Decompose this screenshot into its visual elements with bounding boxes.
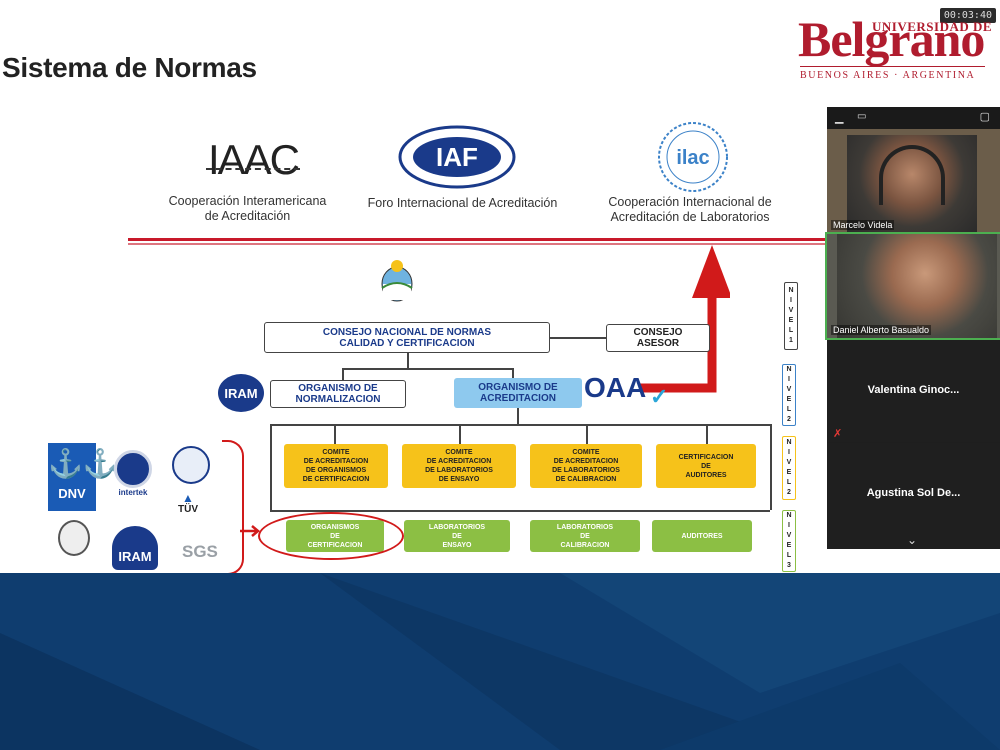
connector [512,368,514,380]
iram-small-logo: IRAM [112,526,158,570]
connector [550,337,606,339]
iaf-caption: Foro Internacional de Acreditación [367,196,558,210]
participant-name: Daniel Alberto Basualdo [831,325,932,335]
highlight-ellipse [258,512,404,560]
oaa-logo: OAA [584,372,647,403]
connector [517,408,519,424]
university-logo-top: UNIVERSIDAD DE [872,19,993,34]
connector [342,368,344,380]
seal-logo [172,446,210,484]
participant-name: Valentina Ginoc... [867,384,960,396]
argentina-shield-icon [380,258,414,302]
iram-logo: IRAM [218,374,264,412]
connector [270,424,770,426]
connector [770,424,772,510]
mic-muted-icon: ✗ [833,428,843,440]
tuv-logo: ▲ TÜV [178,491,198,515]
connector [459,424,461,444]
footer-band [0,573,1000,750]
auditores-box: AUDITORES [652,520,752,552]
anchor-icon: ⚓⚓ [48,448,118,479]
connector [342,368,512,370]
window-icon[interactable]: ▢ [979,111,990,123]
svg-text:ilac: ilac [676,147,709,169]
ilac-logo: ilac [655,120,731,194]
headphones-icon [879,145,945,205]
oaa-check-icon: ✓ [650,384,669,409]
sgs-logo: SGS [182,542,218,561]
svg-text:IAF: IAF [436,142,478,172]
iaac-logo: IAAC [206,136,300,183]
ilac-caption: Cooperación Internacional de Acreditació… [608,195,772,224]
connector [407,353,409,368]
video-participants-panel: ▁ ▭ ▢ Marcelo Videla Daniel Alberto Basu… [825,107,1000,549]
recording-timer: 00:03:40 [939,8,996,23]
dnv-logo: ⚓⚓ DNV [48,443,118,511]
participant-tile[interactable]: Valentina Ginoc... ✗ [827,340,1000,442]
logo-divider [800,66,985,67]
red-bracket [222,440,244,575]
participant-tile[interactable]: Daniel Alberto Basualdo [825,232,1000,340]
red-line-bottom [128,243,827,245]
connector [706,424,708,444]
intertek-logo: intertek [112,450,154,504]
iaac-caption: Cooperación Interamericana de Acreditaci… [168,194,327,223]
minimize-icon[interactable]: ▁ [835,112,844,124]
chevron-down-icon[interactable]: ⌄ [907,533,918,547]
university-logo-sub: BUENOS AIRES · ARGENTINA [800,70,976,81]
connector [586,424,588,444]
connector [270,510,770,512]
bracket-arrow-icon [240,524,260,537]
participant-name: Marcelo Videla [831,220,895,230]
slide-title: Sistema de Normas [2,52,257,83]
participant-tile[interactable]: Marcelo Videla [827,129,1000,233]
participant-tile[interactable]: Agustina Sol De... ⌄ [827,443,1000,549]
university-logo-name: Belgrano [798,11,985,67]
participant-name: Agustina Sol De... [866,487,961,499]
connector [334,424,336,444]
red-arrow-icon [640,243,732,403]
layout-icon[interactable]: ▭ [857,111,867,122]
connector [270,424,272,510]
globe-icon [114,450,152,488]
red-line-top [128,238,827,241]
video-panel-header: ▁ ▭ ▢ [827,107,1000,129]
iaf-logo: IAF [398,125,516,189]
participant-video [837,234,997,338]
medal-logo [58,520,90,556]
